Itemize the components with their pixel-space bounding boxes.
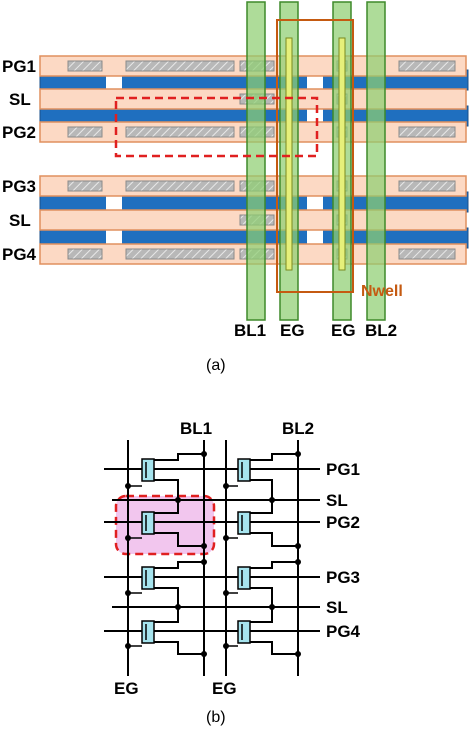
column-labels: BL1 EG EG BL2 xyxy=(234,321,397,340)
contact xyxy=(125,180,235,192)
junction-dot xyxy=(295,651,301,657)
label-pg2: PG2 xyxy=(326,513,360,532)
column-label-eg: EG xyxy=(331,321,356,340)
junction-dot xyxy=(125,535,131,541)
column-label-eg: EG xyxy=(280,321,305,340)
contact xyxy=(67,126,103,138)
column-bl1 xyxy=(246,1,266,321)
row-label-sl: SL xyxy=(9,90,31,109)
contact xyxy=(125,126,235,138)
row-label-pg4: PG4 xyxy=(2,245,37,264)
transistor xyxy=(128,607,204,655)
contact xyxy=(67,248,103,260)
contact xyxy=(67,180,103,192)
contact xyxy=(398,248,456,260)
cell-highlight-b xyxy=(114,494,216,556)
label-pg1: PG1 xyxy=(326,460,360,479)
junction-dot xyxy=(175,497,181,503)
contact xyxy=(398,126,456,138)
junction-dot xyxy=(223,643,229,649)
junction-dot xyxy=(269,497,275,503)
row-label-pg1: PG1 xyxy=(2,57,36,76)
row-labels: PG1 SL PG2 PG3 SL PG4 xyxy=(2,57,37,264)
row-label-pg2: PG2 xyxy=(2,123,36,142)
circuit-labels: BL1 BL2 PG1 SL PG2 PG3 SL PG4 EG EG (b) xyxy=(114,419,361,726)
label-bl1: BL1 xyxy=(180,419,212,438)
junction-dot xyxy=(201,451,207,457)
layout-diagram: Nwell PG1 SL PG2 PG3 SL PG4 BL1 EG EG BL… xyxy=(2,1,469,374)
label-pg4: PG4 xyxy=(326,622,361,641)
junction-dot xyxy=(201,559,207,565)
eg-gates xyxy=(285,37,346,271)
label-eg-right: EG xyxy=(212,679,237,698)
contact xyxy=(398,60,456,72)
junction-dot xyxy=(125,590,131,596)
label-bl2: BL2 xyxy=(282,419,314,438)
eg-gate-right xyxy=(338,37,346,271)
transistor xyxy=(226,607,298,655)
junction-dots xyxy=(125,451,301,657)
junction-dot xyxy=(295,543,301,549)
caption-b: (b) xyxy=(206,709,226,726)
contact xyxy=(398,180,456,192)
transistor xyxy=(128,453,204,500)
transistor xyxy=(128,561,204,607)
contact xyxy=(67,60,103,72)
column-label-bl2: BL2 xyxy=(365,321,397,340)
label-sl: SL xyxy=(326,598,348,617)
transistor xyxy=(226,561,298,607)
junction-dot xyxy=(125,483,131,489)
label-sl: SL xyxy=(326,491,348,510)
junction-dot xyxy=(269,604,275,610)
transistor xyxy=(226,453,298,500)
junction-dot xyxy=(201,651,207,657)
junction-dot xyxy=(223,535,229,541)
junction-dot xyxy=(201,543,207,549)
junction-dot xyxy=(223,483,229,489)
column-label-bl1: BL1 xyxy=(234,321,266,340)
caption-a: (a) xyxy=(206,357,226,374)
row-label-pg3: PG3 xyxy=(2,177,36,196)
cell-highlight-a xyxy=(114,96,319,158)
junction-dot xyxy=(175,604,181,610)
label-eg-left: EG xyxy=(114,679,139,698)
junction-dot xyxy=(295,451,301,457)
junction-dot xyxy=(295,559,301,565)
junction-dot xyxy=(223,590,229,596)
column-bl2 xyxy=(366,1,386,321)
transistor xyxy=(226,500,298,547)
contact xyxy=(125,248,235,260)
eg-gate-left xyxy=(285,37,293,271)
label-pg3: PG3 xyxy=(326,568,360,587)
circuit-diagram xyxy=(104,440,320,676)
row-label-sl: SL xyxy=(9,211,31,230)
transistor xyxy=(128,500,204,547)
nwell-label: Nwell xyxy=(361,283,403,300)
metal-columns xyxy=(246,1,386,321)
junction-dot xyxy=(125,643,131,649)
contact xyxy=(125,60,235,72)
